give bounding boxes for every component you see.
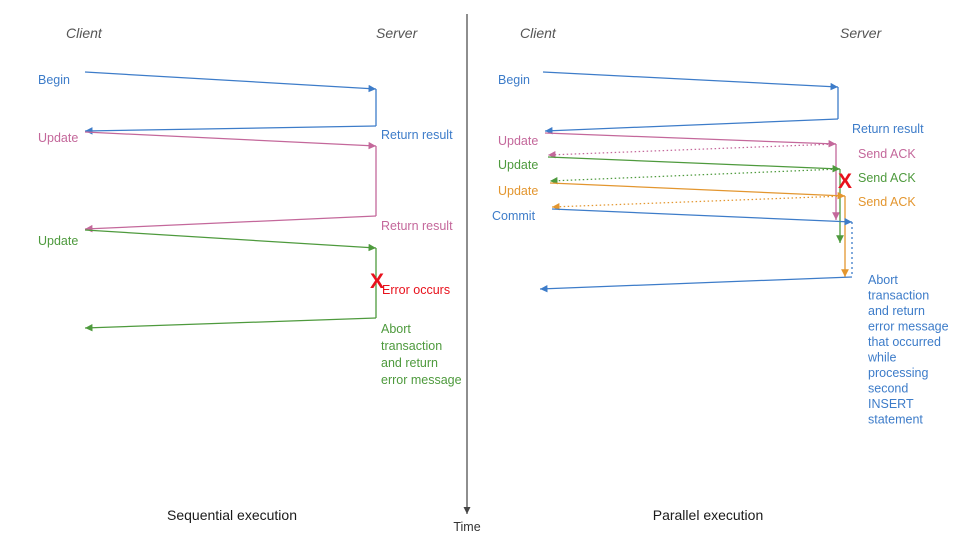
message-line-return-result-1[interactable] (84, 125, 377, 135)
lane-header-client: Client (520, 25, 557, 41)
abort-message-line: transaction (868, 289, 929, 303)
message-line-send-ack-3[interactable] (551, 195, 846, 211)
message-line-update-3[interactable] (549, 182, 846, 200)
abort-message-line: and return (868, 304, 925, 318)
message-label-update-3: Update (498, 184, 538, 198)
abort-message-line: Abort (381, 322, 411, 336)
message-line-abort-return[interactable] (539, 276, 853, 293)
error-x-icon: X (370, 270, 384, 293)
abort-message-line: INSERT (868, 397, 914, 411)
message-line-update-2[interactable] (547, 156, 841, 173)
message-line-return-result[interactable] (544, 118, 839, 135)
time-axis-label: Time (453, 520, 480, 534)
message-line-begin[interactable] (542, 71, 839, 91)
time-axis: Time (453, 14, 481, 534)
message-line-update-1[interactable] (84, 131, 377, 150)
abort-message-line: Abort (868, 273, 898, 287)
error-occurs-label: Error occurs (382, 283, 450, 297)
message-label-return-result-1: Return result (381, 128, 453, 142)
message-line-send-ack-2[interactable] (549, 168, 841, 185)
message-label-update-1: Update (38, 131, 78, 145)
panel-caption-sequential: Sequential execution (167, 507, 297, 523)
message-label-return-result: Return result (852, 122, 924, 136)
lane-header-server: Server (376, 25, 419, 41)
lane-header-client: Client (66, 25, 103, 41)
abort-message-line: error message (381, 373, 462, 387)
message-line-update-2[interactable] (84, 229, 377, 252)
message-label-update-2: Update (38, 234, 78, 248)
message-label-send-ack-3: Send ACK (858, 195, 916, 209)
abort-message-line: statement (868, 413, 923, 427)
message-line-abort-return[interactable] (84, 317, 377, 332)
abort-message-line: processing (868, 366, 928, 380)
message-label-begin: Begin (498, 73, 530, 87)
abort-message-line: that occurred (868, 335, 941, 349)
message-label-begin: Begin (38, 73, 70, 87)
abort-message-line: and return (381, 356, 438, 370)
message-label-send-ack-2: Send ACK (858, 171, 916, 185)
error-x-icon: X (838, 170, 852, 193)
message-label-send-ack-1: Send ACK (858, 147, 916, 161)
message-line-return-result-2[interactable] (84, 215, 377, 233)
message-label-return-result-2: Return result (381, 219, 453, 233)
message-line-begin[interactable] (84, 71, 377, 93)
panel-caption-parallel: Parallel execution (653, 507, 764, 523)
message-line-send-ack-1[interactable] (547, 143, 837, 159)
message-label-commit: Commit (492, 209, 536, 223)
abort-message-line: error message (868, 320, 949, 334)
abort-message-line: transaction (381, 339, 442, 353)
message-label-update-1: Update (498, 134, 538, 148)
message-label-update-2: Update (498, 158, 538, 172)
message-line-commit[interactable] (551, 208, 853, 226)
abort-message-line: second (868, 382, 908, 396)
message-line-update-1[interactable] (544, 132, 837, 148)
lane-header-server: Server (840, 25, 883, 41)
abort-message-line: while (867, 351, 897, 365)
